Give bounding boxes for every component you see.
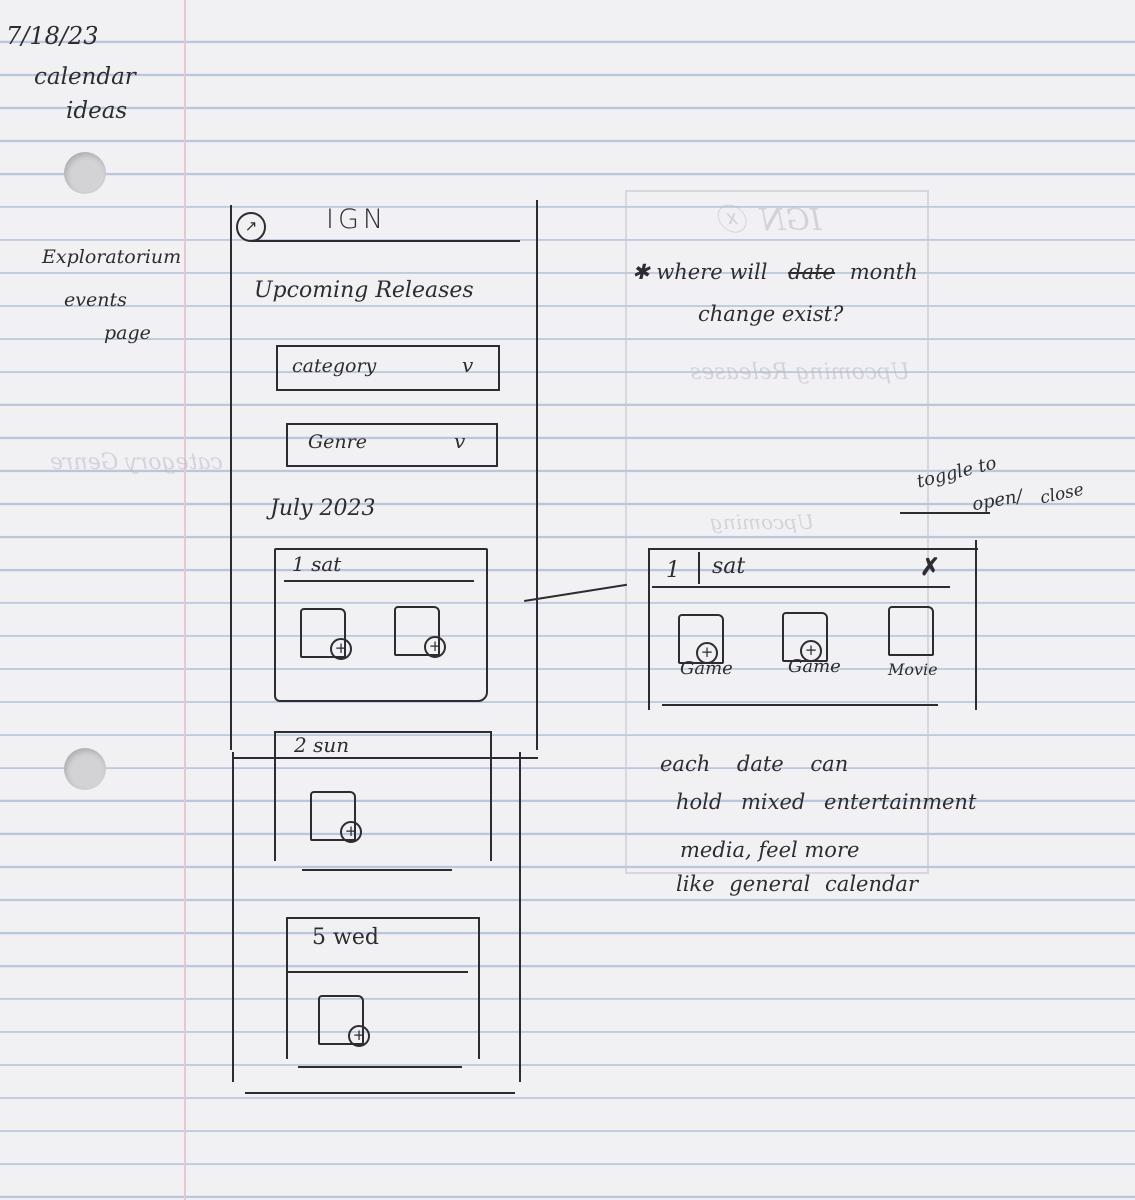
month-label: July 2023 — [270, 496, 376, 521]
release-thumbnail[interactable]: + — [318, 995, 370, 1047]
note-reference: events — [64, 289, 127, 311]
bleed-through-text: Upcoming — [710, 510, 814, 534]
release-thumbnail[interactable]: + — [300, 608, 352, 660]
phone-right-edge-lower — [519, 752, 521, 1082]
day-card-label: 1 sat — [292, 552, 342, 576]
fold-line — [232, 757, 538, 759]
plus-circle-icon[interactable]: + — [800, 640, 822, 662]
punch-hole-bottom — [64, 748, 106, 790]
note-reference: page — [104, 322, 151, 344]
note-toggle: open/ — [970, 485, 1025, 516]
expanded-day-name: sat — [712, 554, 746, 579]
category-dropdown-label: category — [292, 355, 377, 377]
note-question-part: month — [849, 260, 918, 284]
chevron-down-icon: v — [462, 353, 474, 377]
note-date: 7/18/23 — [6, 22, 99, 50]
brand-logo: IGN — [326, 204, 388, 235]
note-heading: ideas — [66, 98, 128, 124]
expanded-card-top — [648, 548, 978, 550]
genre-dropdown-label: Genre — [308, 431, 367, 453]
plus-circle-icon[interactable]: + — [330, 638, 352, 660]
plus-circle-icon[interactable]: + — [696, 642, 718, 664]
margin-line — [184, 0, 186, 1200]
release-thumbnail[interactable]: + — [678, 614, 724, 664]
toggle-pointer-line — [900, 512, 990, 514]
plus-circle-icon[interactable]: + — [348, 1025, 370, 1047]
note-mixed-media: like general calendar — [676, 872, 918, 896]
expanded-day-number: 1 — [666, 558, 680, 583]
note-question: ✱ where will date month — [632, 260, 918, 284]
release-thumbnail[interactable]: + — [310, 791, 362, 843]
release-type-label: Movie — [888, 660, 938, 679]
connector-line — [524, 583, 628, 602]
note-reference: Exploratorium — [42, 246, 182, 268]
expanded-card-right-edge — [975, 540, 977, 710]
note-question: change exist? — [698, 302, 844, 326]
day-card-1[interactable]: 1 sat + + — [274, 548, 488, 702]
back-arrow-icon[interactable]: ↗ — [236, 212, 266, 242]
plus-circle-icon[interactable]: + — [340, 821, 362, 843]
day-card-2[interactable]: 2 sun + — [274, 731, 492, 861]
day-card-5-bottom — [298, 1066, 462, 1068]
genre-dropdown[interactable]: Genre v — [286, 423, 498, 467]
header-divider — [252, 240, 520, 242]
day-card-label: 5 wed — [312, 925, 379, 950]
struck-word: date — [788, 260, 835, 284]
phone-left-edge-lower — [232, 752, 234, 1082]
release-type-label: Game — [680, 658, 733, 679]
category-dropdown[interactable]: category v — [276, 345, 500, 391]
bleed-through-text: category Genre — [50, 450, 223, 475]
expanded-card-bottom — [662, 704, 938, 706]
punch-hole-top — [64, 152, 106, 194]
expanded-card-divider — [652, 586, 950, 588]
day-card-2-bottom — [302, 869, 452, 871]
chevron-down-icon: v — [454, 429, 466, 453]
release-thumbnail[interactable]: + — [782, 612, 828, 662]
note-mixed-media: each date can — [660, 752, 849, 776]
note-question-part: ✱ where will — [632, 260, 768, 284]
note-toggle: close — [1038, 479, 1086, 509]
day-card-divider — [288, 971, 468, 973]
section-title: Upcoming Releases — [254, 278, 474, 303]
phone-bottom-edge — [245, 1092, 515, 1094]
release-thumbnail[interactable]: + — [394, 606, 446, 658]
phone-left-edge — [230, 205, 232, 750]
bleed-through-text: Upcoming Releases — [690, 360, 910, 385]
phone-right-edge — [536, 200, 538, 750]
expanded-card-left-edge — [648, 550, 650, 710]
release-thumbnail[interactable] — [888, 606, 934, 656]
day-card-label: 2 sun — [294, 733, 350, 757]
note-mixed-media: media, feel more — [680, 838, 860, 862]
plus-circle-icon[interactable]: + — [424, 636, 446, 658]
bleed-through-text: IGN ⓧ — [720, 203, 822, 238]
note-heading: calendar — [34, 64, 136, 90]
bleed-through-frame — [625, 190, 929, 874]
day-card-divider — [284, 580, 474, 582]
close-toggle-icon[interactable]: ✗ — [920, 552, 941, 581]
day-card-5[interactable]: 5 wed + — [286, 917, 480, 1059]
expanded-label-divider — [698, 552, 700, 584]
note-mixed-media: hold mixed entertainment — [676, 790, 977, 814]
release-type-label: Game — [788, 656, 841, 677]
